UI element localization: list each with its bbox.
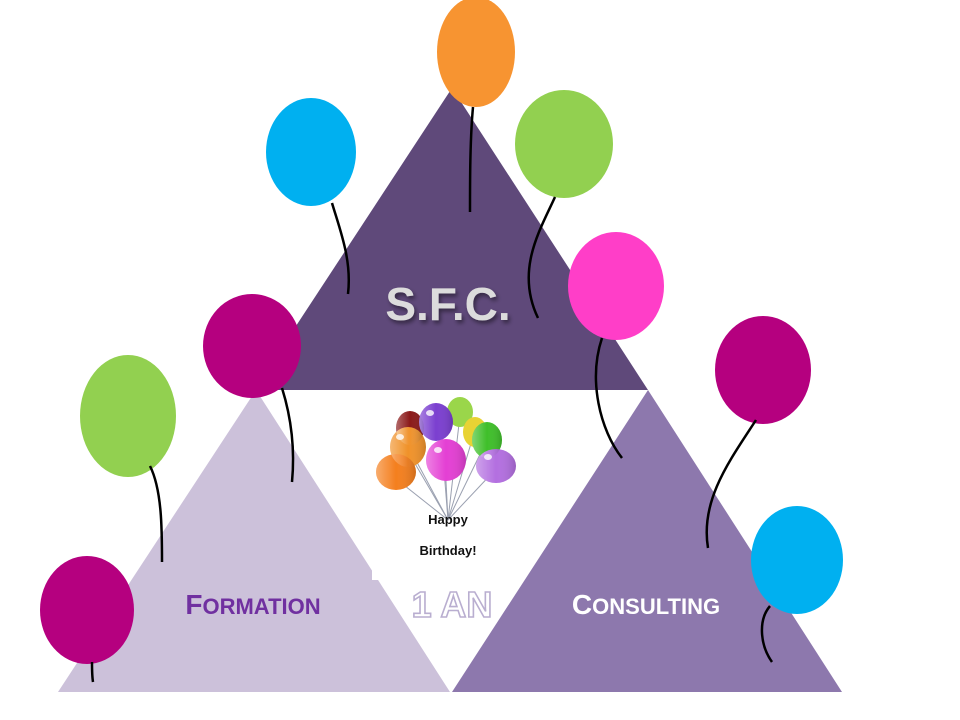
formation-label: FORMATION [185,589,320,620]
balloon-blue-top-left [266,98,356,295]
balloon-green-top-right [515,90,613,319]
balloon-orange-top [437,0,515,213]
balloon-magenta-bottom-left [40,556,134,683]
balloon-green-left [80,355,176,563]
balloon-blue-bottom-right [751,506,843,663]
right-triangle [452,390,842,692]
formation-label-rest: ORMATION [202,594,320,619]
birthday-line2: Birthday! [419,543,476,558]
top-triangle [254,88,648,390]
consulting-label-initial: C [572,589,592,620]
birthday-balloons-image: Happy Birthday! [372,395,522,580]
birthday-line1: Happy [428,512,469,527]
balloon-magenta-center-left [203,294,301,483]
balloon-magenta-right [705,316,811,549]
formation-label-initial: F [185,589,202,620]
anniversary-label: 1 AN [412,584,493,625]
consulting-label-rest: ONSULTING [592,594,720,619]
consulting-label: CONSULTING [572,589,720,620]
balloon-pink-right [568,232,664,459]
slide-title: S.F.C. [385,278,510,330]
left-triangle [58,390,450,692]
